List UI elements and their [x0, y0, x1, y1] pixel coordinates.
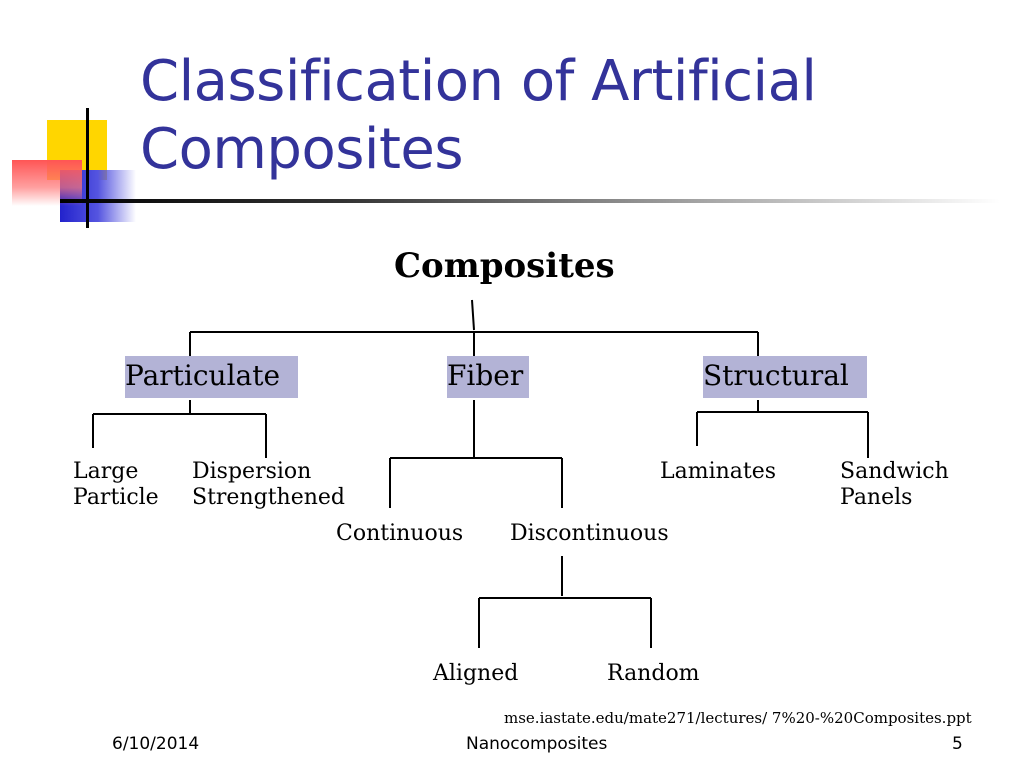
footer-page-number: 5: [952, 734, 963, 754]
node-sandwich-panels: Sandwich Panels: [840, 459, 949, 510]
node-composites: Composites: [394, 246, 615, 286]
connector-discontinuous-children: [478, 556, 652, 648]
node-laminates: Laminates: [660, 459, 777, 484]
decoration-red-square: [12, 160, 82, 206]
footer-date: 6/10/2014: [112, 734, 200, 754]
node-aligned: Aligned: [433, 661, 519, 686]
decoration-vertical-line: [86, 108, 89, 228]
node-particulate: Particulate: [125, 356, 299, 398]
slide-title: Classification of Artificial Composites: [140, 49, 817, 182]
source-citation: mse.iastate.edu/mate271/lectures/ 7%20-%…: [504, 709, 972, 727]
connector-root-to-level1: [189, 299, 759, 364]
node-discontinuous: Discontinuous: [510, 521, 669, 546]
node-continuous: Continuous: [336, 521, 464, 546]
node-fiber: Fiber: [447, 356, 530, 398]
node-dispersion-strengthened: Dispersion Strengthened: [192, 459, 346, 510]
connector-fiber-children: [389, 400, 563, 508]
node-random: Random: [607, 661, 700, 686]
footer-title: Nanocomposites: [466, 734, 608, 754]
title-underline: [60, 199, 1000, 203]
node-large-particle: Large Particle: [73, 459, 159, 510]
connector-particulate-children: [92, 400, 267, 458]
node-structural: Structural: [703, 356, 867, 398]
connector-structural-children: [696, 400, 869, 458]
